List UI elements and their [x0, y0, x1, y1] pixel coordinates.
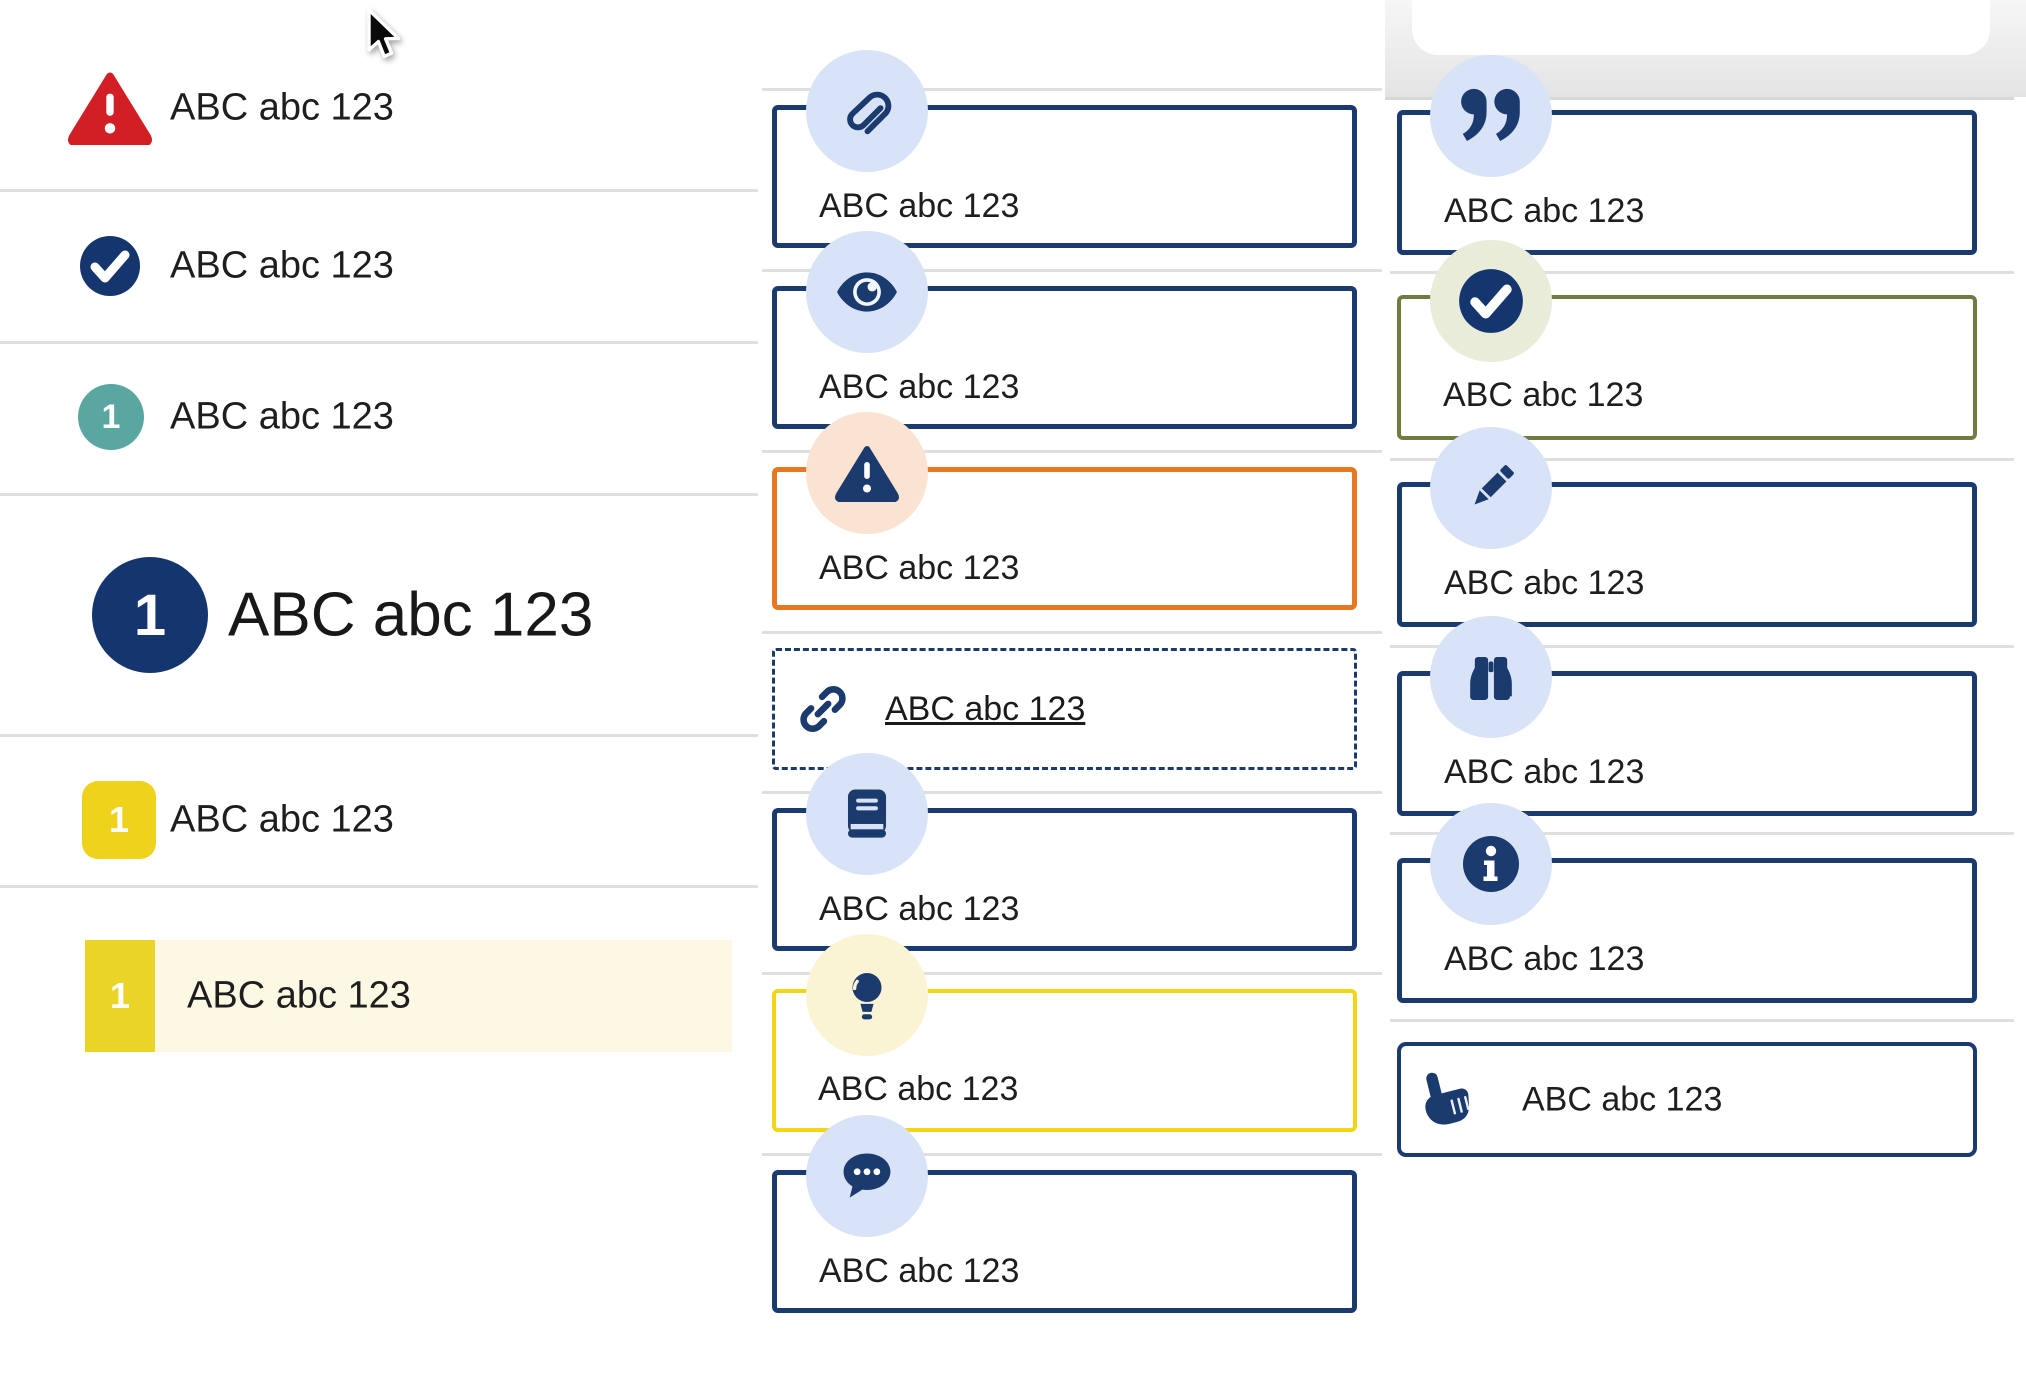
- divider: [762, 972, 1382, 975]
- callout-search: ABC abc 123: [1397, 671, 1977, 816]
- callout-link-text[interactable]: ABC abc 123: [885, 689, 1086, 728]
- list-item-label: ABC abc 123: [170, 244, 394, 287]
- binoculars-icon: [1430, 616, 1552, 738]
- callout-warning: ABC abc 123: [772, 467, 1357, 610]
- check-circle-icon: [78, 234, 142, 298]
- list-item-step-yellow: 1 ABC abc 123: [0, 781, 760, 859]
- list-item-alert: ABC abc 123: [0, 60, 760, 156]
- divider: [762, 1153, 1382, 1156]
- list-item-step-highlighted[interactable]: 1 ABC abc 123: [0, 940, 760, 1052]
- book-icon: [806, 753, 928, 875]
- callout-label: ABC abc 123: [1444, 753, 1645, 791]
- quote-right-icon: [1430, 55, 1552, 177]
- yellow-number-badge: 1: [82, 781, 156, 859]
- highlight-background: [85, 940, 732, 1052]
- list-item-label: ABC abc 123: [170, 86, 394, 129]
- link-row: ABC abc 123: [793, 651, 1085, 767]
- list-item-success: ABC abc 123: [0, 218, 760, 314]
- eye-icon: [806, 231, 928, 353]
- teal-number-badge: 1: [78, 384, 144, 450]
- warning-triangle-icon: [68, 71, 152, 145]
- divider: [0, 341, 758, 344]
- divider: [762, 88, 1382, 91]
- divider: [0, 189, 758, 192]
- divider: [0, 885, 758, 888]
- comment-dots-icon: [806, 1115, 928, 1237]
- divider: [1390, 832, 2014, 835]
- list-item-label: ABC abc 123: [187, 974, 411, 1017]
- hand-point-up-icon: [1418, 1065, 1482, 1135]
- divider: [762, 269, 1382, 272]
- callout-label: ABC abc 123: [819, 187, 1020, 225]
- divider: [1390, 458, 2014, 461]
- divider: [1385, 97, 2014, 100]
- callout-label: ABC abc 123: [819, 368, 1020, 406]
- lightbulb-icon: [806, 934, 928, 1056]
- paperclip-icon: [806, 50, 928, 172]
- link-icon: [793, 679, 853, 739]
- divider: [0, 734, 758, 737]
- callout-label: ABC abc 123: [818, 1070, 1019, 1108]
- callout-label: ABC abc 123: [1444, 940, 1645, 978]
- callout-label: ABC abc 123: [819, 549, 1020, 587]
- divider: [1390, 645, 2014, 648]
- window-chrome-notch: [1412, 0, 1990, 55]
- list-item-label: ABC abc 123: [170, 798, 394, 841]
- callout-quote: ABC abc 123: [1397, 110, 1977, 255]
- list-item-label: ABC abc 123: [170, 395, 394, 438]
- divider: [0, 493, 758, 496]
- navy-number-badge: 1: [92, 557, 208, 673]
- divider: [762, 631, 1382, 634]
- divider: [762, 791, 1382, 794]
- pencil-icon: [1430, 427, 1552, 549]
- yellow-number-bar: 1: [85, 940, 155, 1052]
- divider: [1390, 1019, 2014, 1022]
- callout-label: ABC abc 123: [1444, 564, 1645, 602]
- callout-link[interactable]: ABC abc 123: [772, 648, 1357, 770]
- callout-label: ABC abc 123: [1443, 376, 1644, 414]
- divider: [762, 450, 1382, 453]
- callout-label: ABC abc 123: [819, 890, 1020, 928]
- callout-action[interactable]: ABC abc 123: [1397, 1042, 1977, 1157]
- heading-step: 1 ABC abc 123: [0, 557, 760, 673]
- callout-label: ABC abc 123: [819, 1252, 1020, 1290]
- mouse-cursor: [366, 8, 408, 66]
- warning-triangle-icon: [806, 412, 928, 534]
- callout-label: ABC abc 123: [1522, 1080, 1723, 1118]
- heading-step-label: ABC abc 123: [228, 580, 594, 650]
- info-circle-icon: [1430, 803, 1552, 925]
- list-item-step-teal: 1 ABC abc 123: [0, 369, 760, 465]
- callout-label: ABC abc 123: [1444, 192, 1645, 230]
- check-circle-icon: [1430, 240, 1552, 362]
- divider: [1390, 271, 2014, 274]
